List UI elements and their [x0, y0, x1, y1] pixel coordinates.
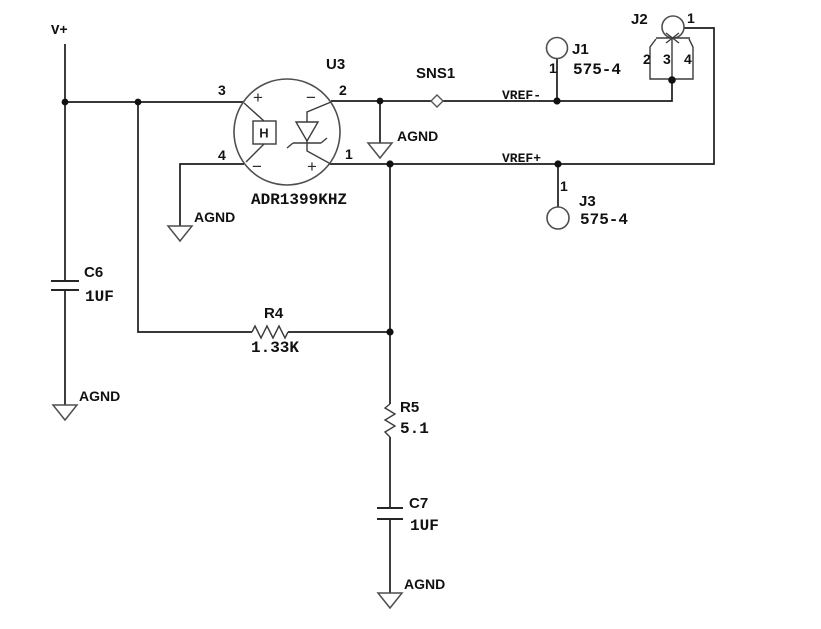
- c6-value: 1UF: [85, 288, 114, 306]
- agnd-label-u3pin4: AGND: [194, 209, 236, 225]
- agnd-symbol-c7: [376, 592, 404, 610]
- j2-circle: [661, 15, 685, 39]
- u3-heater-letter: H: [259, 125, 269, 141]
- j2-pin1-label: 1: [687, 10, 695, 26]
- u3-partnumber: ADR1399KHZ: [251, 191, 348, 209]
- agnd-symbol-u3pin4: [166, 225, 194, 243]
- j1-circle: [545, 36, 569, 60]
- u3-pin2-label: 2: [339, 82, 347, 98]
- vref-plus-net-label: VREF+: [502, 151, 542, 166]
- agnd-symbol-sns: [366, 142, 394, 160]
- c7-refdes: C7: [409, 495, 429, 512]
- r4-value: 1.33K: [251, 339, 300, 357]
- c6-refdes: C6: [84, 264, 104, 281]
- r5-refdes: R5: [400, 399, 420, 416]
- r5-value: 5.1: [400, 420, 429, 438]
- c7-value: 1UF: [410, 517, 439, 535]
- j2-pin4-label: 4: [684, 51, 692, 67]
- u3-zener-plus-sign: +: [307, 157, 317, 176]
- u3-zener-diode-icon: [286, 101, 332, 164]
- j3-circle: [546, 206, 570, 230]
- agnd-label-sns: AGND: [397, 128, 439, 144]
- j2-pin2-label: 2: [643, 51, 651, 67]
- j2-refdes: J2: [631, 11, 648, 28]
- u3-heater-plus-sign: +: [253, 88, 263, 107]
- c7-capacitor-symbol: [377, 507, 403, 520]
- u3-pin3-label: 3: [218, 82, 226, 98]
- agnd-symbols: [51, 142, 404, 610]
- vref-minus-net-label: VREF-: [502, 88, 542, 103]
- u3-refdes: U3: [326, 56, 346, 73]
- c6-capacitor-symbol: [51, 280, 79, 291]
- r4-refdes: R4: [264, 305, 284, 322]
- agnd-label-c7: AGND: [404, 576, 446, 592]
- u3-heater-icon: [243, 102, 277, 163]
- j3-partnumber: 575-4: [580, 211, 629, 229]
- u3-zener-minus-sign: −: [306, 88, 316, 107]
- r4-resistor-symbol: [251, 324, 289, 340]
- u3-pin4-label: 4: [218, 147, 226, 163]
- junction-dots: [61, 76, 676, 336]
- sns1-net-label: SNS1: [416, 65, 456, 82]
- j1-partnumber: 575-4: [573, 61, 622, 79]
- r5-resistor-symbol: [383, 403, 397, 438]
- v-plus-net-label: V+: [51, 23, 68, 39]
- j2-pin3-label: 3: [663, 51, 671, 67]
- j3-refdes: J3: [579, 193, 596, 210]
- j1-refdes: J1: [572, 41, 589, 58]
- j2-symbol: [649, 15, 694, 80]
- agnd-symbol-c6: [51, 404, 79, 422]
- j2-x-mark: [665, 32, 680, 44]
- agnd-label-c6: AGND: [79, 388, 121, 404]
- j3-pin1-label: 1: [560, 178, 568, 194]
- u3-heater-minus-sign: −: [252, 157, 262, 176]
- u3-body-circle: [233, 78, 341, 186]
- sns1-port-diamond: [430, 94, 444, 108]
- j1-pin1-label: 1: [549, 60, 557, 76]
- u3-pin1-label: 1: [345, 146, 353, 162]
